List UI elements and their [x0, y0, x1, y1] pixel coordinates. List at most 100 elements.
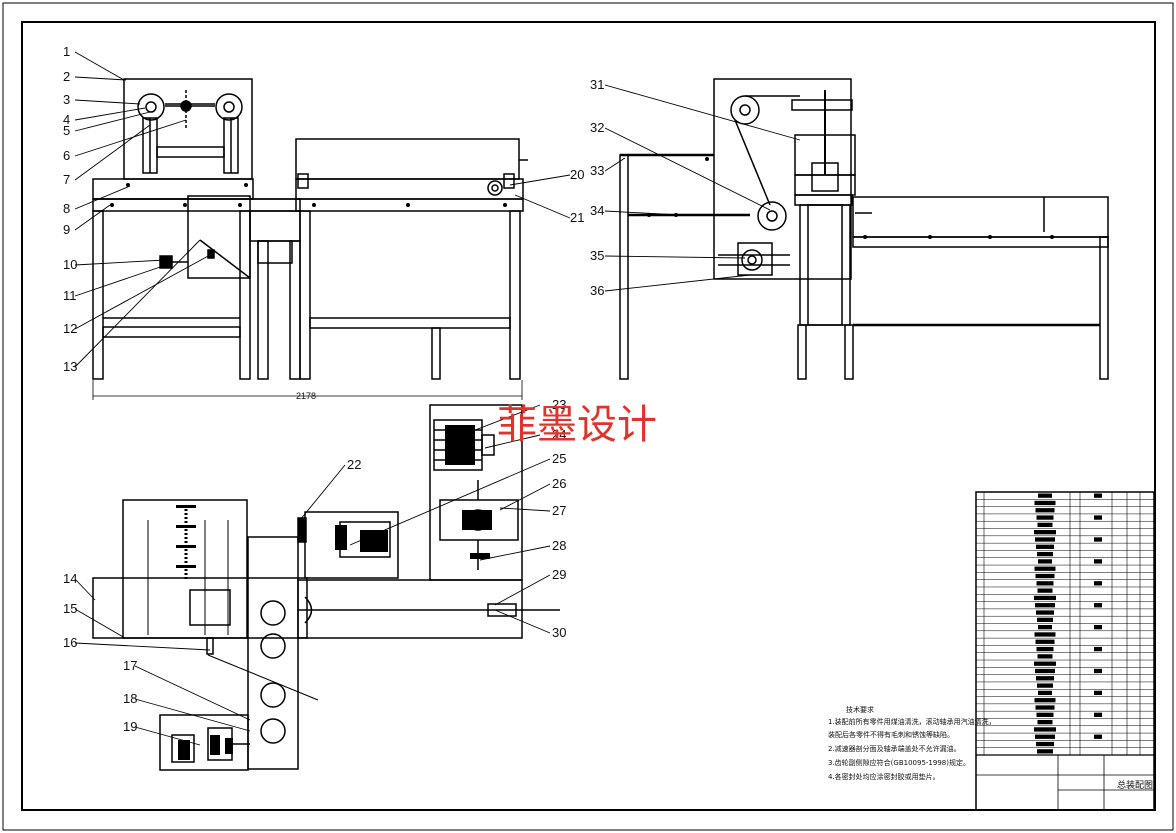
notes-heading: 技术要求: [846, 705, 874, 714]
part-label-2: 2: [63, 69, 70, 84]
parts-list-table: [975, 491, 1155, 811]
part-label-6: 6: [63, 148, 70, 163]
bom-entry-mark: [1035, 603, 1055, 608]
bom-entry-mark: [1035, 573, 1055, 579]
part-label-27: 27: [552, 503, 566, 518]
bom-entry-mark: [1036, 610, 1054, 615]
part-label-26: 26: [552, 476, 566, 491]
bom-entry-mark: [1038, 625, 1052, 630]
bom-material-mark: [1094, 734, 1102, 739]
part-label-24: 24: [552, 427, 566, 442]
bom-entry-mark: [1034, 500, 1056, 506]
bom-entry-mark: [1036, 741, 1054, 747]
part-label-9: 9: [63, 222, 70, 237]
bom-entry-mark: [1036, 581, 1054, 586]
part-label-17: 17: [123, 658, 137, 673]
bom-entry-mark: [1035, 508, 1055, 513]
leader-lines: [74, 51, 801, 746]
part-label-4: 4: [63, 112, 70, 127]
bom-entry-mark: [1034, 698, 1056, 703]
technical-notes: 技术要求 1.装配前所有零件用煤油清洗，滚动轴承用汽油清洗， 装配后各零件不得有…: [828, 705, 996, 781]
part-label-14: 14: [63, 571, 77, 586]
bom-entry-mark: [1034, 530, 1056, 535]
bom-entry-mark: [1037, 588, 1053, 593]
bom-entry-mark: [1037, 551, 1053, 557]
notes-line-4: 3.齿轮副侧隙应符合(GB10095-1998)规定。: [828, 758, 970, 767]
bom-entry-mark: [1037, 617, 1053, 622]
part-label-19: 19: [123, 719, 137, 734]
bom-entry-mark: [1035, 668, 1055, 674]
bom-entry-mark: [1034, 632, 1056, 637]
bom-material-mark: [1094, 515, 1102, 520]
notes-line-2: 装配后各零件不得有毛刺和锈蚀等缺陷。: [828, 730, 954, 739]
bom-entry-mark: [1038, 493, 1052, 498]
part-label-22: 22: [347, 457, 361, 472]
bom-material-mark: [1094, 603, 1102, 608]
bom-entry-mark: [1034, 661, 1056, 666]
part-label-35: 35: [590, 248, 604, 263]
bom-entry-mark: [1037, 719, 1053, 725]
part-label-3: 3: [63, 92, 70, 107]
bom-entry-mark: [1036, 712, 1054, 717]
bom-entry-mark: [1038, 559, 1052, 564]
part-label-29: 29: [552, 567, 566, 582]
parts-list-entries: [1034, 493, 1102, 754]
bom-entry-mark: [1037, 683, 1053, 688]
bom-entry-mark: [1035, 705, 1055, 710]
bom-material-mark: [1094, 646, 1102, 652]
bom-material-mark: [1094, 668, 1102, 674]
part-label-30: 30: [552, 625, 566, 640]
bom-material-mark: [1094, 712, 1102, 717]
bom-entry-mark: [1037, 522, 1053, 528]
top-view: [92, 404, 560, 771]
part-label-18: 18: [123, 691, 137, 706]
part-label-21: 21: [570, 210, 584, 225]
notes-line-3: 2.减速器剖分面及轴承端盖处不允许漏油。: [828, 744, 961, 753]
bom-material-mark: [1094, 581, 1102, 586]
part-label-5: 5: [63, 123, 70, 138]
bom-entry-mark: [1036, 515, 1054, 520]
part-label-33: 33: [590, 163, 604, 178]
part-label-12: 12: [63, 321, 77, 336]
part-label-20: 20: [570, 167, 584, 182]
bom-entry-mark: [1035, 537, 1055, 542]
part-label-11: 11: [63, 288, 77, 303]
bom-entry-mark: [1037, 654, 1053, 659]
part-label-32: 32: [590, 120, 604, 135]
overall-length-dimension: 2178: [296, 391, 316, 401]
bom-entry-mark: [1036, 646, 1054, 652]
side-view: [619, 78, 1109, 380]
bom-entry-mark: [1035, 639, 1055, 644]
bom-entry-mark: [1036, 676, 1054, 681]
part-label-7: 7: [63, 172, 70, 187]
bom-entry-mark: [1035, 734, 1055, 739]
part-label-8: 8: [63, 201, 70, 216]
part-label-23: 23: [552, 397, 566, 412]
bom-entry-mark: [1034, 595, 1056, 601]
bom-material-mark: [1094, 493, 1102, 498]
part-label-10: 10: [63, 257, 77, 272]
part-label-25: 25: [552, 451, 566, 466]
notes-line-1: 1.装配前所有零件用煤油清洗，滚动轴承用汽油清洗，: [828, 717, 996, 726]
notes-line-5: 4.各密封处均应涂密封胶或用垫片。: [828, 772, 940, 781]
bom-material-mark: [1094, 625, 1102, 630]
bom-entry-mark: [1036, 544, 1054, 549]
bom-material-mark: [1094, 690, 1102, 696]
front-view: [92, 78, 528, 400]
bom-entry-mark: [1034, 727, 1056, 732]
part-label-36: 36: [590, 283, 604, 298]
part-label-13: 13: [63, 359, 77, 374]
bom-material-mark: [1094, 537, 1102, 542]
bom-entry-mark: [1038, 690, 1052, 696]
part-label-16: 16: [63, 635, 77, 650]
part-label-31: 31: [590, 77, 604, 92]
bom-entry-mark: [1037, 749, 1053, 754]
part-labels: 1 2 3 4 5 6 7 8 9 10 11 12 13 14 15 16 1…: [63, 44, 604, 734]
bom-material-mark: [1094, 559, 1102, 564]
part-label-1: 1: [63, 44, 70, 59]
top-view-dark-fills: [176, 425, 492, 760]
part-label-34: 34: [590, 203, 604, 218]
part-label-28: 28: [552, 538, 566, 553]
watermark-text: 菲墨设计: [497, 402, 657, 448]
